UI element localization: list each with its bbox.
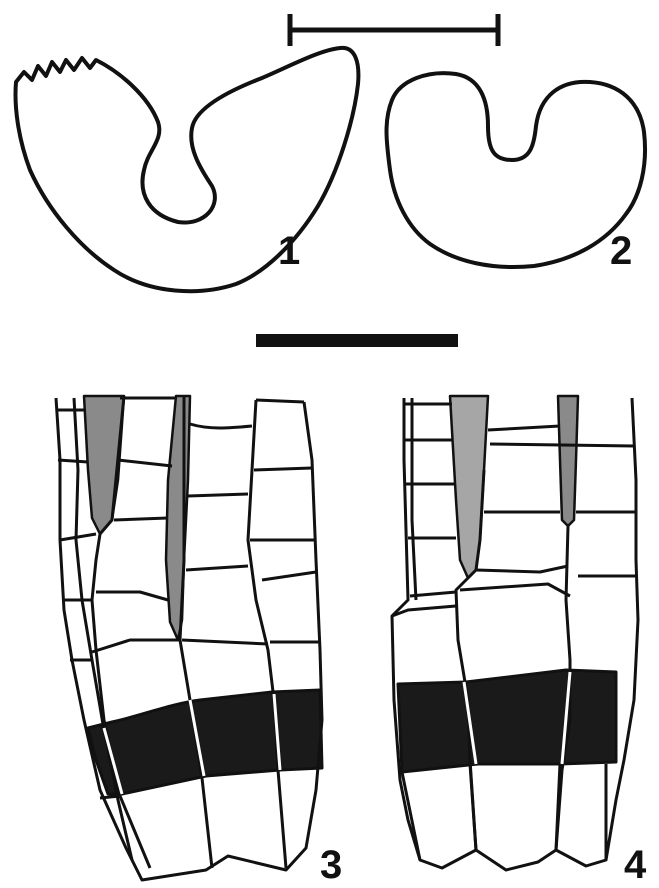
- panel-4-dark-band: [398, 670, 616, 772]
- panel-3-venation: [56, 396, 322, 880]
- panel-3-grey-streak-2: [166, 396, 190, 640]
- panel-1-outline: [16, 48, 359, 291]
- panel-3-label: 3: [320, 843, 342, 887]
- panel-4-outline: [392, 398, 638, 870]
- scale-bar-top: [288, 14, 500, 46]
- panel-2-outline: [387, 73, 646, 267]
- panel-4-label: 4: [624, 843, 647, 887]
- panel-1-label: 1: [278, 229, 300, 273]
- panel-3-dark-band: [88, 690, 322, 794]
- panel-4-venation: [392, 396, 638, 870]
- scale-bar-middle: [256, 334, 458, 347]
- panel-2-label: 2: [610, 229, 632, 273]
- panel-4-grey-streak-2: [558, 396, 578, 526]
